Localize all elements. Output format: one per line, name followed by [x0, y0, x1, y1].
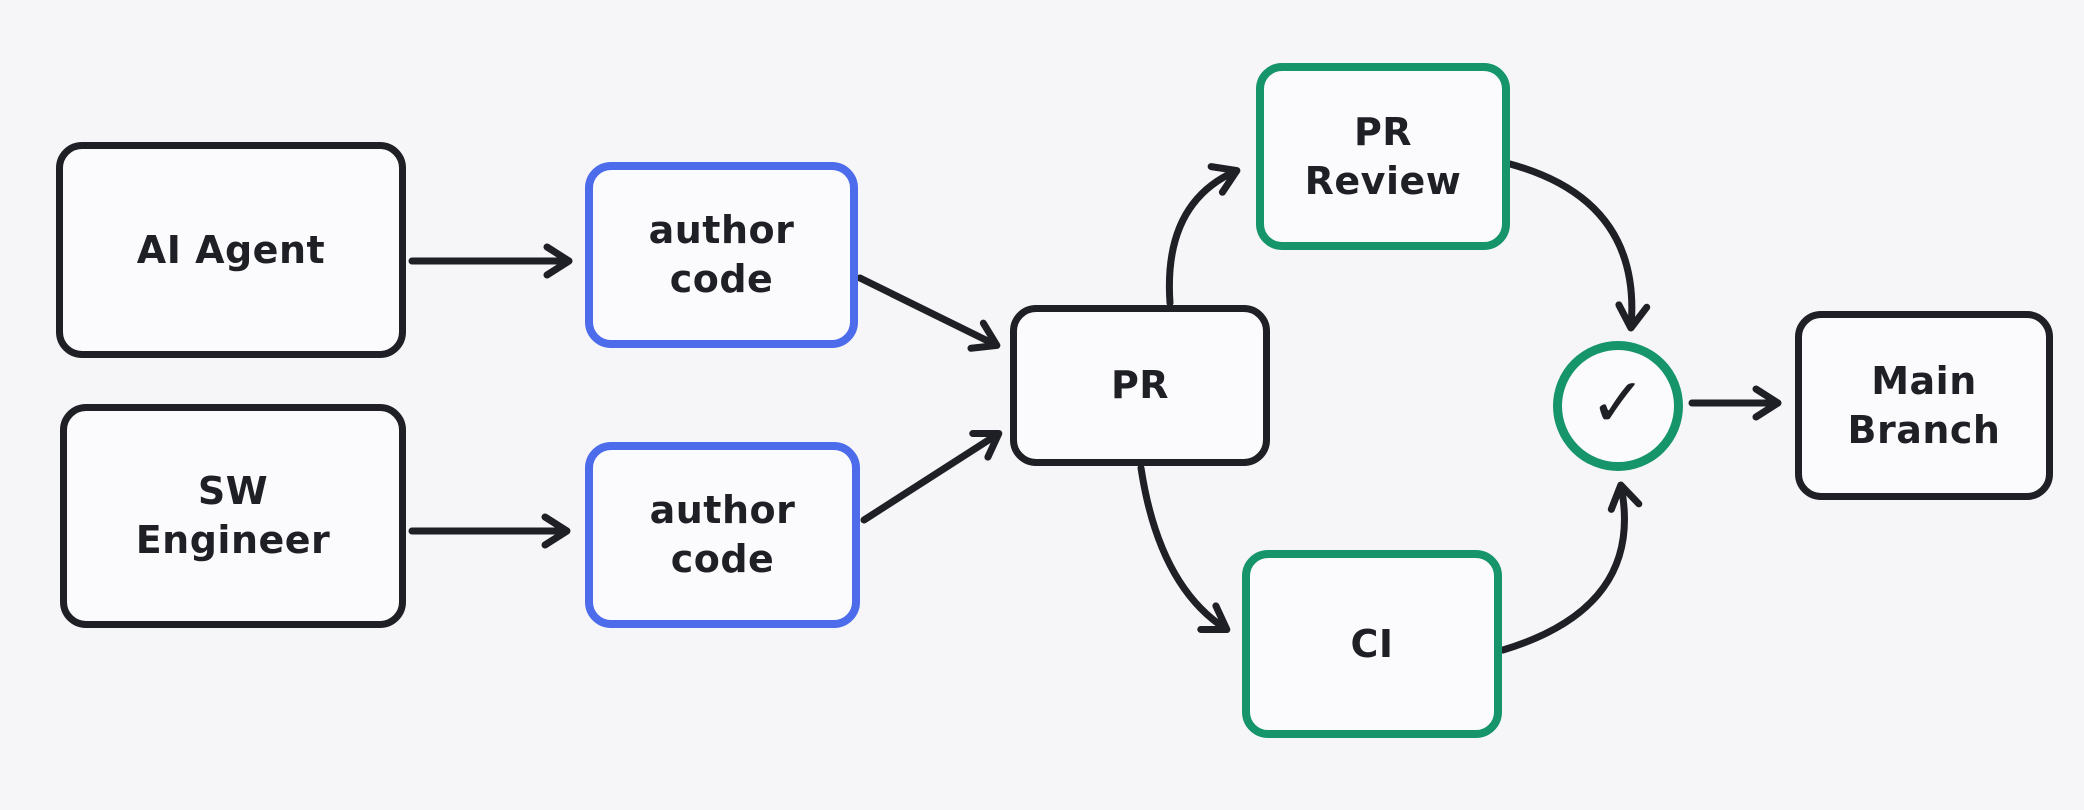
node-author-code-top: author code [585, 162, 858, 348]
node-author-code-bottom: author code [585, 442, 860, 628]
node-main-branch-label: Main Branch [1847, 358, 2001, 452]
node-sw-engineer-label: SW Engineer [135, 469, 331, 562]
arrow-pr-review-to-checkpoint [1506, 160, 1651, 332]
node-ai-agent: AI Agent [56, 142, 406, 358]
arrow-author-code-bottom-to-pr [860, 429, 1003, 524]
node-pr-review-label: PR Review [1304, 109, 1462, 203]
node-pr-review: PR Review [1256, 63, 1510, 250]
arrow-ci-to-checkpoint [1499, 481, 1643, 654]
node-ci-label: CI [1350, 621, 1394, 666]
arrow-pr-to-pr-review [1165, 163, 1241, 307]
node-main-branch: Main Branch [1795, 311, 2053, 500]
node-sw-engineer: SW Engineer [60, 404, 406, 628]
arrow-pr-to-ci [1137, 464, 1231, 634]
arrow-author-code-top-to-pr [856, 274, 1001, 352]
node-author-code-top-label: author code [648, 208, 795, 301]
node-pr-label: PR [1110, 363, 1170, 408]
node-ci: CI [1242, 550, 1502, 738]
checkpoint-circle: ✓ [1553, 341, 1683, 471]
node-pr: PR [1010, 305, 1270, 466]
node-author-code-bottom-label: author code [649, 488, 796, 581]
node-ai-agent-label: AI Agent [136, 227, 326, 272]
check-icon: ✓ [1589, 364, 1647, 443]
